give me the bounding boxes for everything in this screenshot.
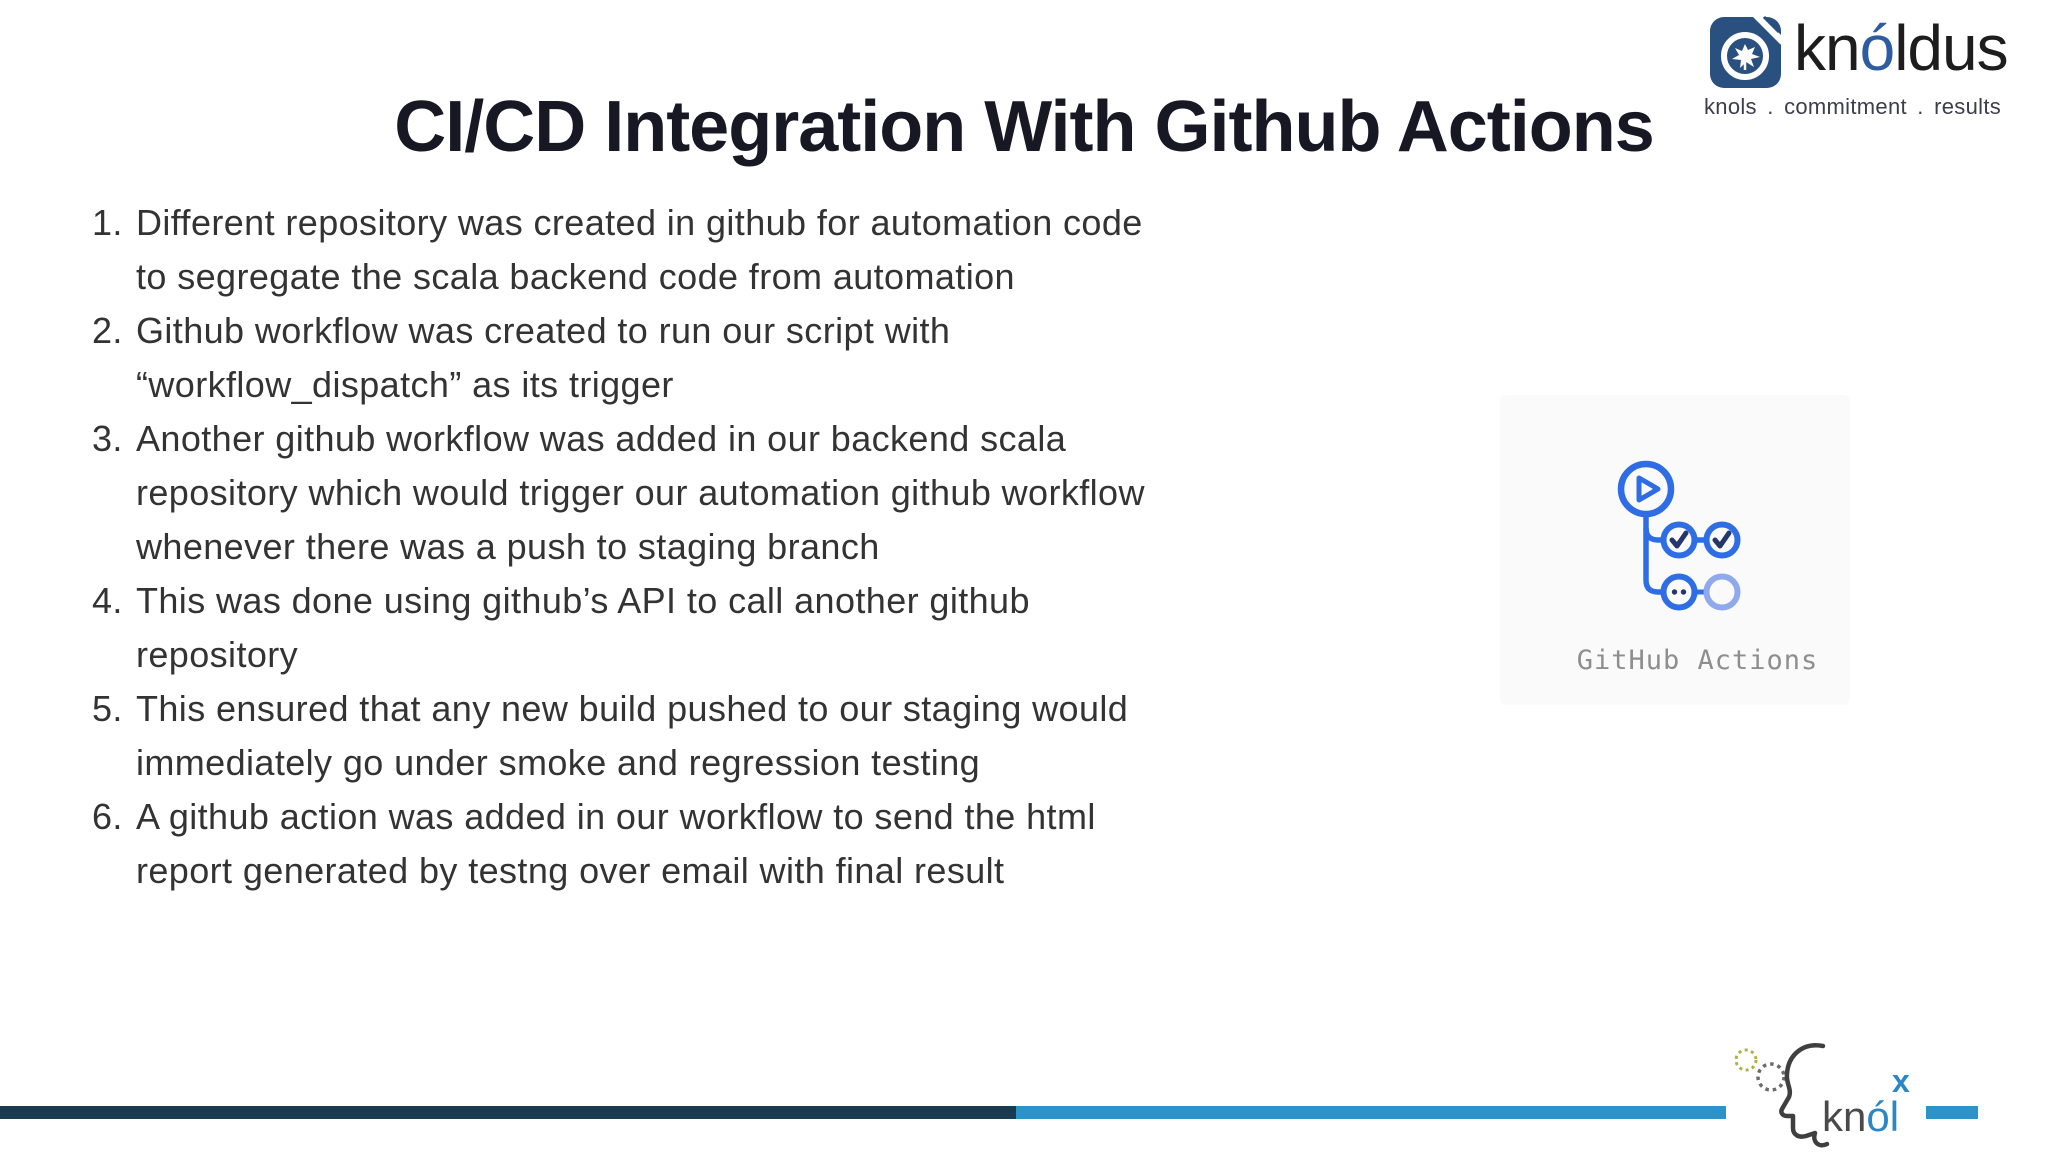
knolx-sup: x (1892, 1063, 1910, 1099)
list-item: 3. Another github workflow was added in … (92, 412, 1372, 574)
list-item-number: 5. (92, 688, 123, 729)
knoldus-tagline: knols . commitment . results (1704, 94, 2002, 119)
svg-text:knól: knól (1822, 1093, 1899, 1140)
list-item-number: 6. (92, 796, 123, 837)
github-actions-icon (1617, 460, 1741, 611)
knoldus-mark-icon (1710, 15, 1784, 88)
list-item: 5. This ensured that any new build pushe… (92, 682, 1372, 790)
list-item-number: 3. (92, 418, 123, 459)
list-item-text: This ensured that any new build pushed t… (136, 688, 1129, 783)
list-item-text: This was done using github’s API to call… (136, 580, 1030, 675)
knolx-logo: knól x (1726, 1034, 1924, 1152)
list-item-text: Different repository was created in gith… (136, 202, 1143, 297)
list-item-number: 4. (92, 580, 123, 621)
list-item: 4. This was done using github’s API to c… (92, 574, 1372, 682)
github-actions-label: GitHub Actions (1576, 645, 1819, 676)
footer-bar-light (1016, 1106, 1726, 1119)
list-item: 2. Github workflow was created to run ou… (92, 304, 1372, 412)
list-item: 1. Different repository was created in g… (92, 196, 1372, 304)
footer-bar-dark (0, 1106, 1016, 1119)
list-item-number: 1. (92, 202, 123, 243)
wordmark-o: ó (1859, 12, 1896, 84)
knolx-logo-icon: knól x (1734, 1043, 1910, 1148)
knolx-ol: ól (1866, 1093, 1899, 1140)
list-item: 6. A github action was added in our work… (92, 790, 1372, 898)
bullet-list: 1. Different repository was created in g… (92, 196, 1372, 898)
list-item-text: Another github workflow was added in our… (136, 418, 1145, 567)
wordmark-kn: kn (1794, 12, 1861, 84)
list-item-text: Github workflow was created to run our s… (136, 310, 951, 405)
slide-title: CI/CD Integration With Github Actions (394, 87, 1655, 167)
knoldus-wordmark: knóldus (1794, 16, 2009, 80)
list-item-text: A github action was added in our workflo… (136, 796, 1096, 891)
footer-bar-light-right (1926, 1106, 1978, 1119)
knolx-kn: kn (1822, 1093, 1866, 1140)
knoldus-logo: knóldus knols . commitment . results (1700, 8, 2045, 126)
list-item-number: 2. (92, 310, 123, 351)
wordmark-rest: ldus (1894, 12, 2008, 84)
figure-backdrop (1500, 395, 1850, 705)
